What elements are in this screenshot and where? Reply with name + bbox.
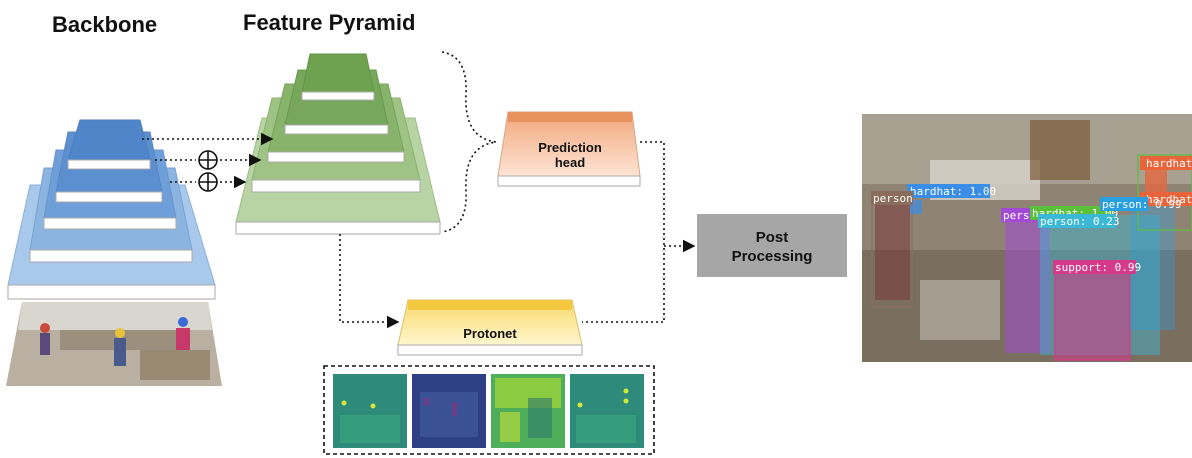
detection-label-5: persc bbox=[1003, 209, 1036, 222]
detection-label-8: person: 0.99 bbox=[1102, 198, 1181, 211]
tag-bg-7 bbox=[1038, 214, 1116, 228]
pyramid-to-head-brace bbox=[441, 51, 497, 233]
prototype-mask-2 bbox=[412, 374, 486, 448]
feature-pyramid-title: Feature Pyramid bbox=[243, 10, 416, 35]
tag-bg-3 bbox=[1140, 156, 1192, 170]
plus-operator-2 bbox=[198, 172, 218, 192]
post-processing-line-1: Post bbox=[755, 229, 789, 246]
tag-bg-8 bbox=[1100, 197, 1148, 211]
prototype-mask-3 bbox=[491, 374, 565, 448]
post-processing-line-2: Processing bbox=[731, 248, 813, 265]
detection-label-7: person: 0.23 bbox=[1040, 215, 1119, 228]
post-processing-label: Post Processing bbox=[697, 228, 847, 266]
prototype-mask-4 bbox=[570, 374, 644, 448]
protonet-label: Protonet bbox=[463, 326, 517, 341]
lateral-connections bbox=[142, 132, 274, 189]
detection-tags: hardhat: 1.00 person hardhat hardhat per… bbox=[871, 156, 1192, 274]
prediction-head-label: Prediction head bbox=[510, 140, 630, 170]
detection-label-1: hardhat: 1.00 bbox=[910, 185, 996, 198]
tag-bg-4 bbox=[1140, 192, 1192, 206]
detection-label-4: hardhat bbox=[1146, 193, 1192, 206]
prototype-mask-1 bbox=[333, 374, 407, 448]
backbone-title: Backbone bbox=[52, 12, 158, 37]
plus-operator-1 bbox=[198, 150, 218, 170]
detection-label-2: person bbox=[873, 192, 913, 205]
output-image bbox=[862, 114, 1192, 362]
prediction-head-line-2: head bbox=[554, 155, 586, 170]
detection-label-3: hardhat bbox=[1146, 157, 1192, 170]
post-processing-box bbox=[697, 214, 847, 277]
input-image bbox=[6, 302, 222, 386]
head-to-post-line bbox=[582, 141, 665, 323]
detection-label-9: support: 0.99 bbox=[1055, 261, 1141, 274]
prototype-masks-frame bbox=[323, 365, 655, 455]
prediction-head-block bbox=[497, 111, 641, 187]
backbone-stack bbox=[7, 119, 216, 300]
pyramid-to-protonet-arrow bbox=[339, 234, 400, 329]
prediction-head-line-1: Prediction bbox=[538, 140, 602, 155]
feature-pyramid-stack bbox=[235, 53, 441, 235]
tag-bg-5 bbox=[1001, 208, 1037, 222]
tag-bg-2 bbox=[871, 191, 913, 205]
tag-bg-9 bbox=[1053, 260, 1136, 274]
protonet-block bbox=[397, 299, 583, 356]
tag-bg-1 bbox=[907, 184, 990, 198]
